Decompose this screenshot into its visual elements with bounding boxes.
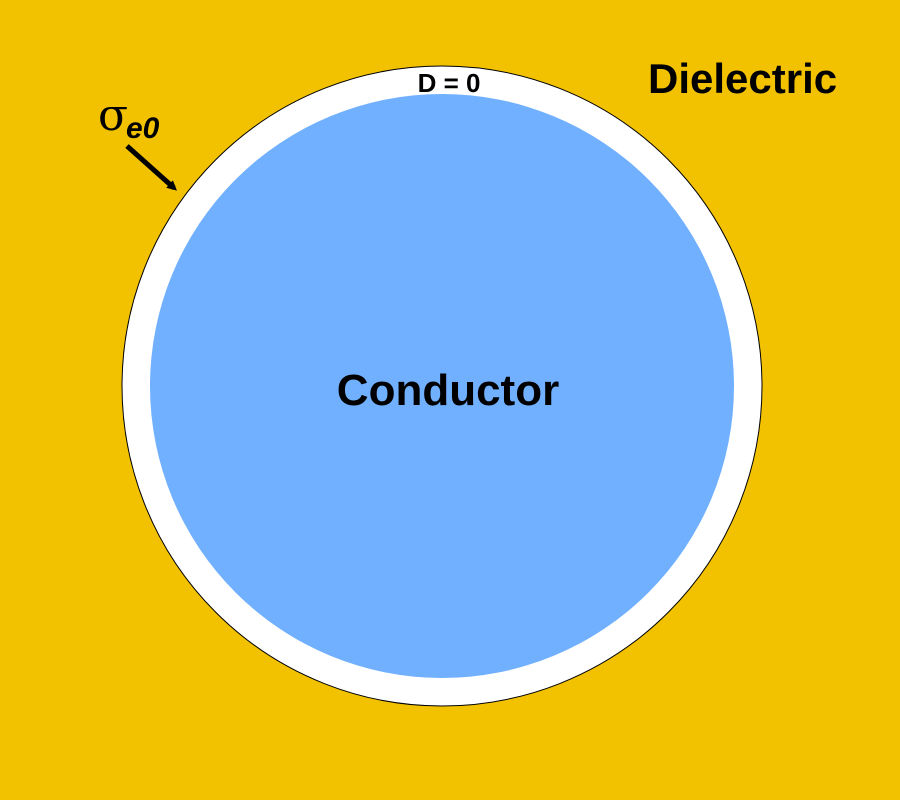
- gap-field-label: D = 0: [418, 68, 481, 98]
- dielectric-label: Dielectric: [648, 55, 837, 102]
- surface-charge-subscript: e0: [126, 112, 160, 145]
- conductor-label: Conductor: [337, 366, 559, 415]
- surface-charge-symbol: σ: [98, 90, 128, 141]
- arrow-icon: [125, 144, 177, 191]
- conductor-region: [150, 94, 734, 678]
